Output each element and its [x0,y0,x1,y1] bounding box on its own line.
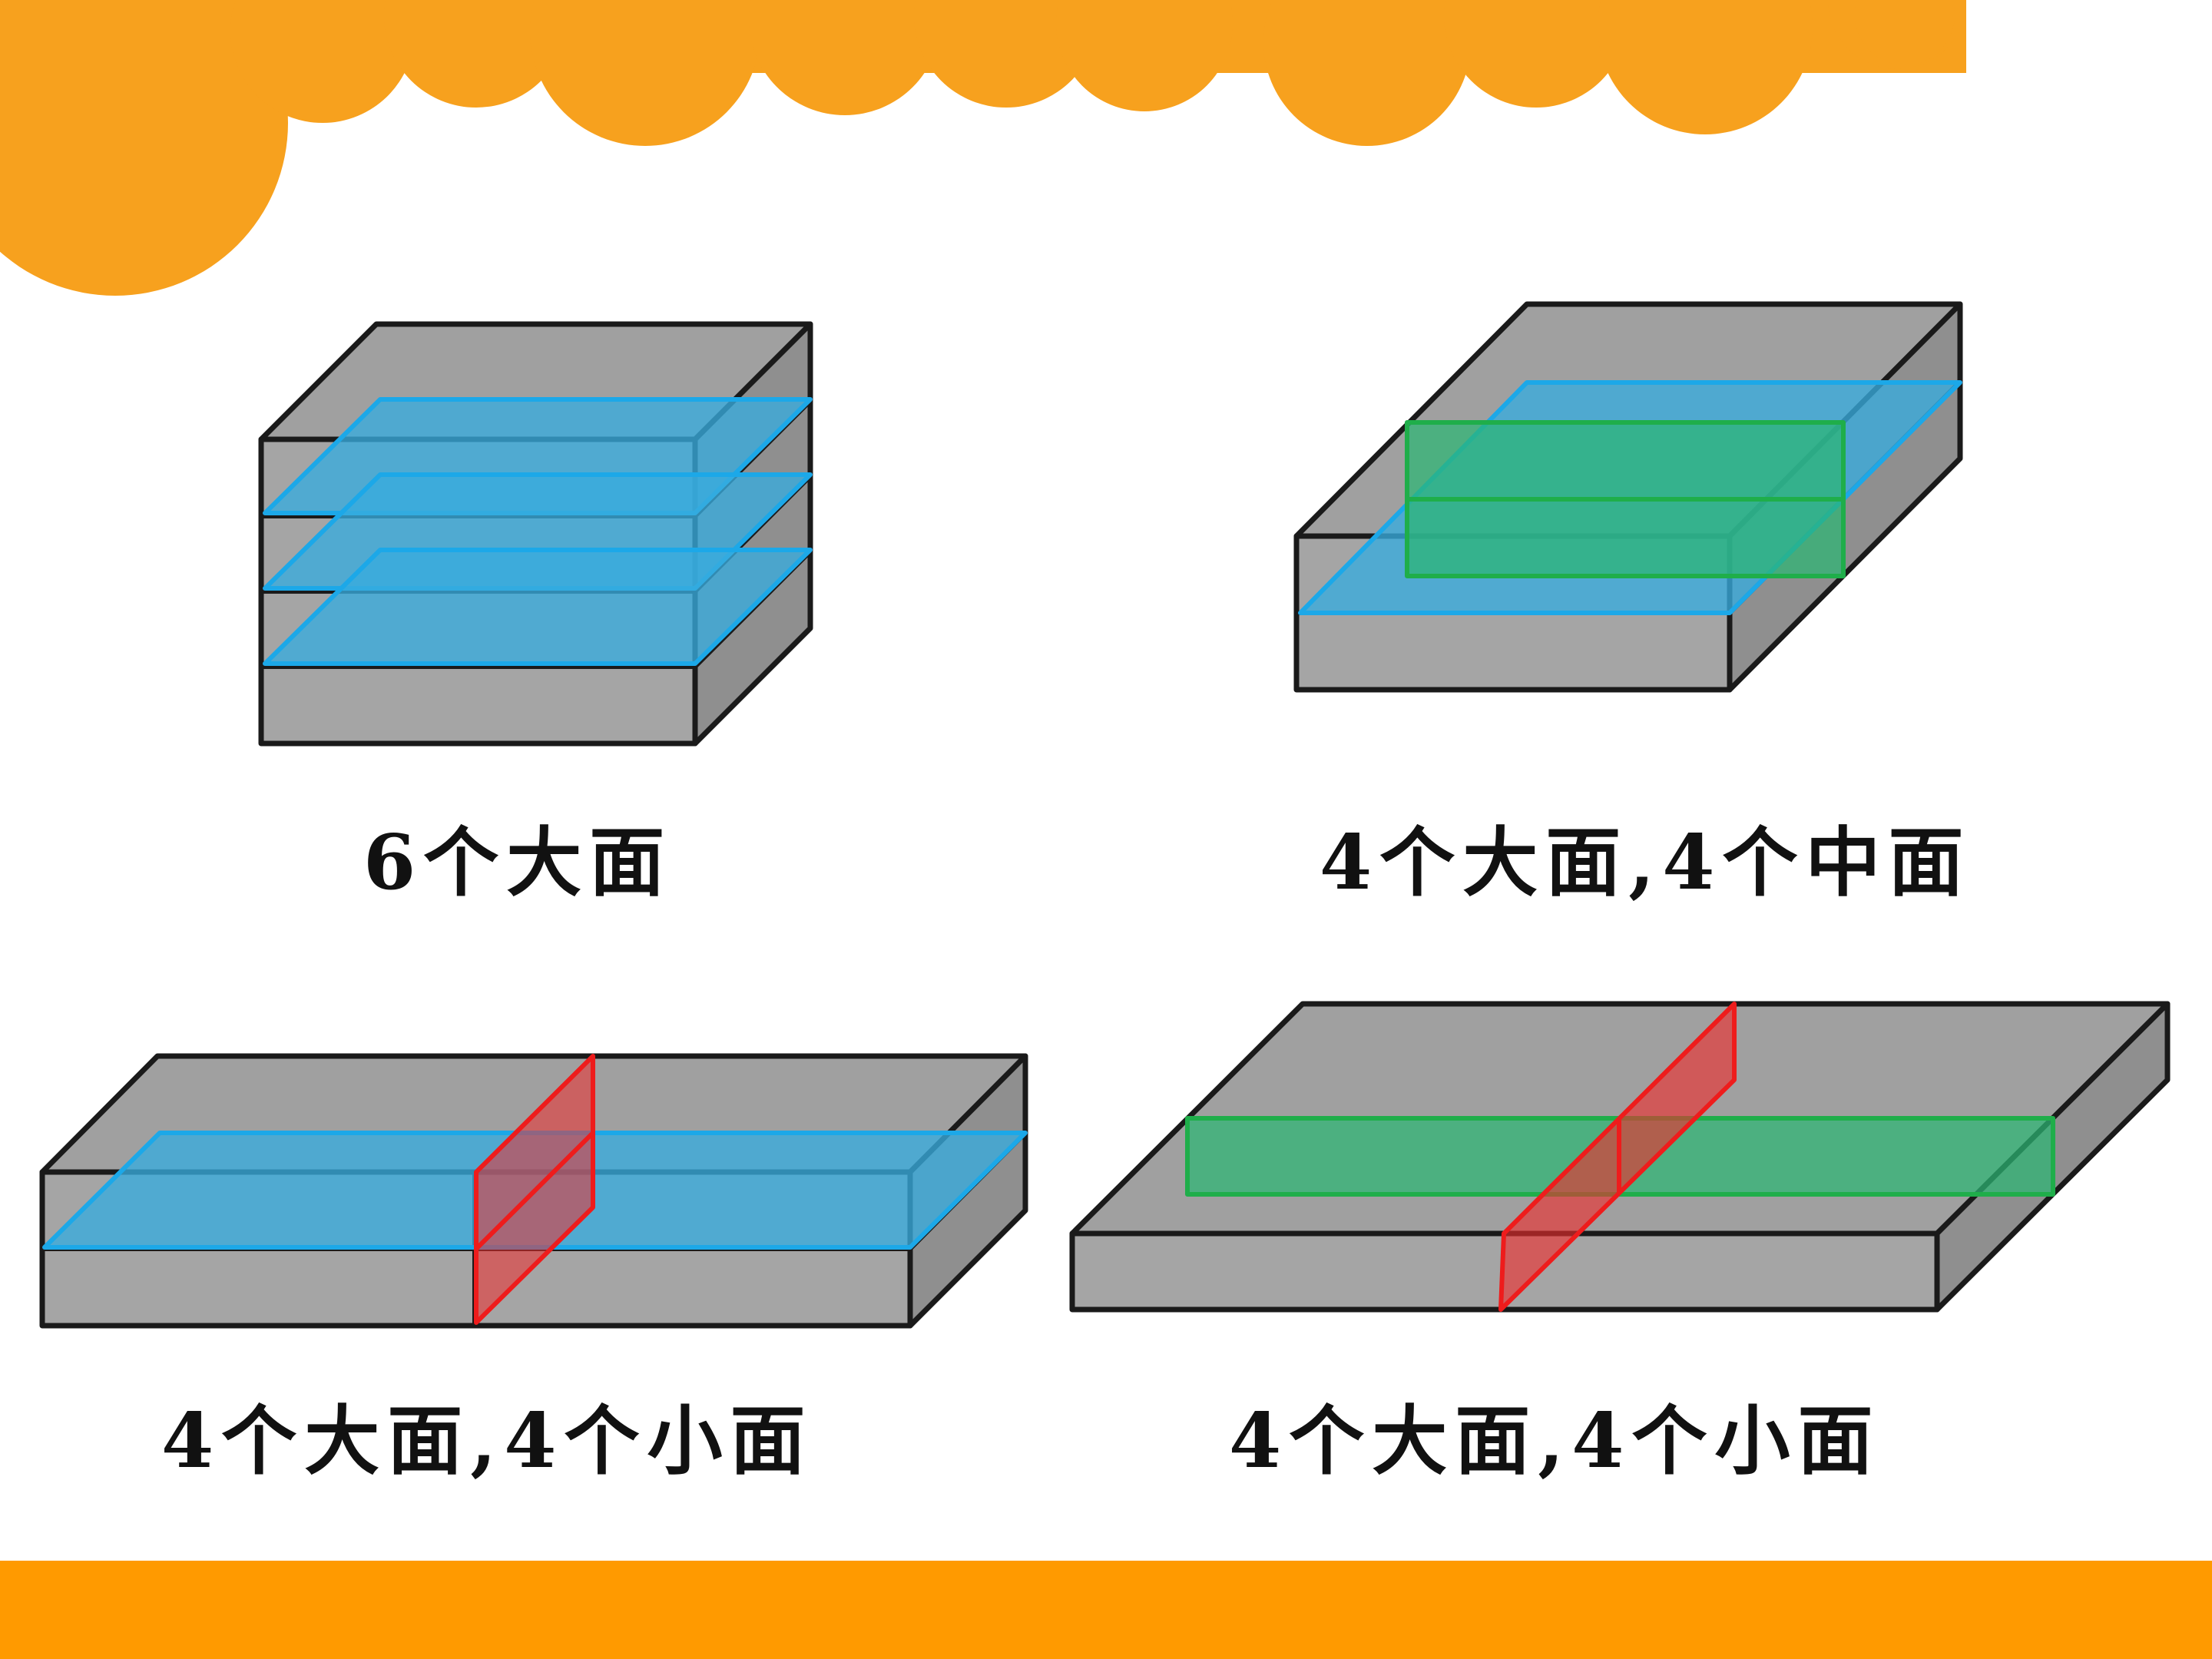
caption-figure-a: 6个大面 [363,819,673,907]
big-face-3 [263,548,813,666]
footer-band [0,1561,2212,1659]
caption-figure-d: 4个大面,4个小面 [1229,1397,1881,1485]
caption-figure-b: 4个大面,4个中面 [1320,819,1972,907]
caption-figure-c: 4个大面,4个小面 [161,1397,813,1485]
cloud-banner [0,0,1966,296]
